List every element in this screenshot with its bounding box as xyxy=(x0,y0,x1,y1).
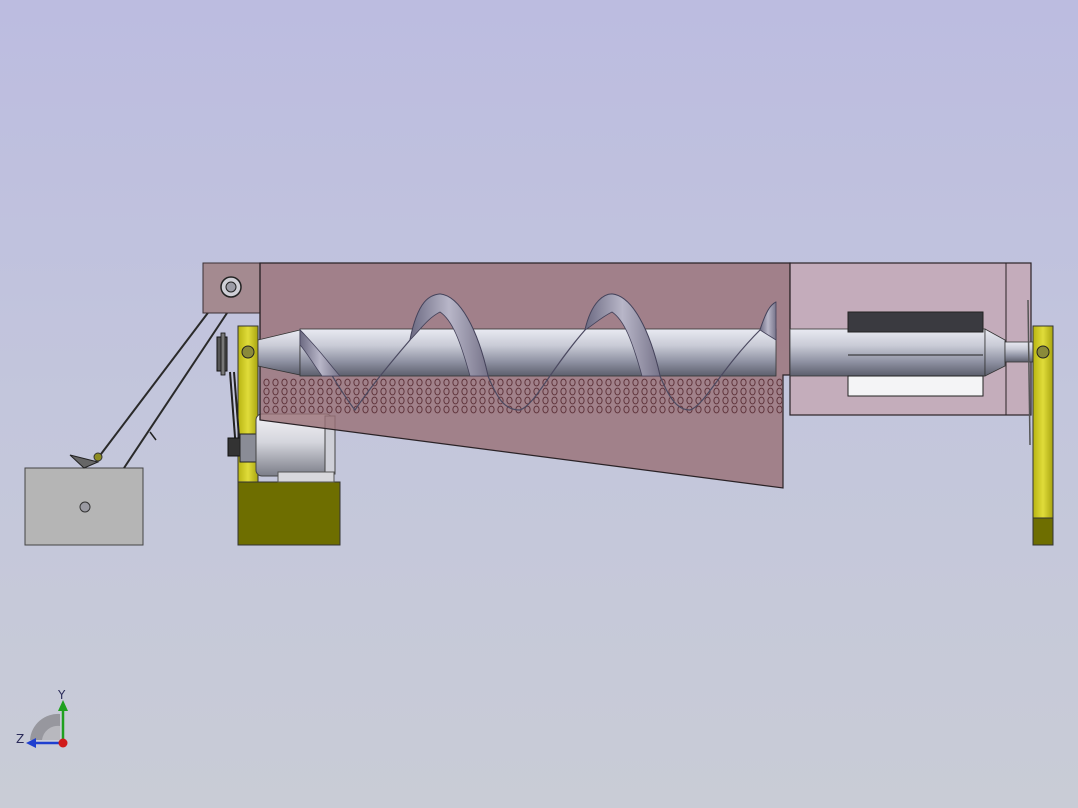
left-bearing xyxy=(241,345,255,359)
lever-arm[interactable] xyxy=(69,284,242,469)
perforated-screen xyxy=(262,378,782,414)
axis-triad[interactable] xyxy=(26,700,68,748)
right-support-frame[interactable] xyxy=(1032,325,1054,546)
screw-shaft[interactable] xyxy=(257,328,777,377)
top-bracket-plate[interactable] xyxy=(202,262,261,314)
feed-hopper[interactable] xyxy=(24,467,144,546)
triad-z-label: Z xyxy=(16,732,25,746)
belt-pulley[interactable] xyxy=(216,332,241,451)
triad-y-label: Y xyxy=(58,688,66,702)
x-axis-dot xyxy=(58,738,68,748)
outlet-enclosure[interactable] xyxy=(789,262,1034,446)
screw-flights xyxy=(299,293,777,412)
